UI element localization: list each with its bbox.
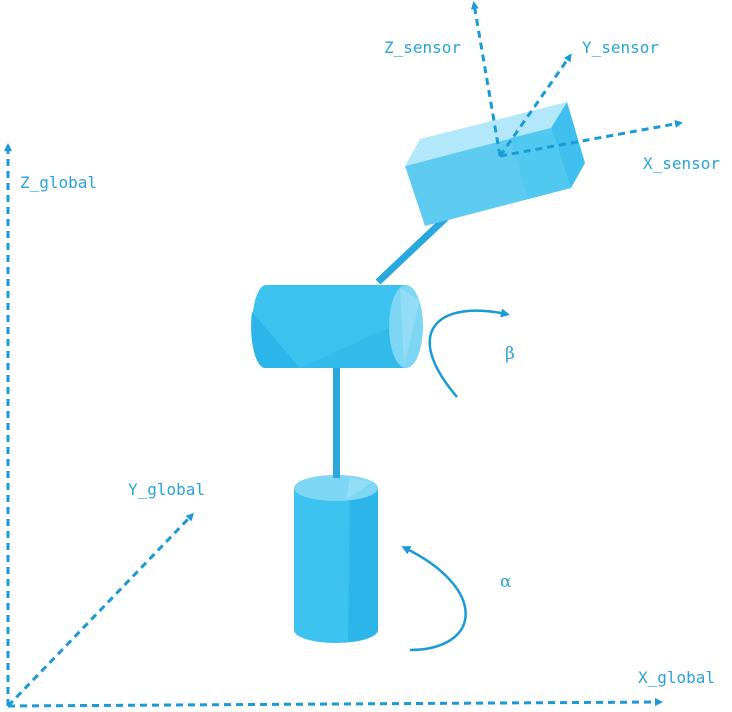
sensor-z-axis xyxy=(470,1,502,157)
z-global-label: Z_global xyxy=(20,173,98,192)
beta-label: β xyxy=(505,344,515,364)
sensor-x-axis xyxy=(499,119,683,158)
elbow-cylinder xyxy=(251,285,423,369)
sensor-box xyxy=(405,102,585,226)
y-global-label: Y_global xyxy=(128,480,206,499)
sensor-axes xyxy=(470,1,683,158)
global-y-axis xyxy=(6,512,195,708)
sensor-y-axis xyxy=(498,53,572,157)
global-axes xyxy=(4,143,663,708)
x-global-label: X_global xyxy=(638,668,716,687)
beta-rotation-arrow xyxy=(428,308,510,398)
base-cylinder xyxy=(294,475,378,643)
alpha-rotation-arrow xyxy=(401,546,467,652)
alpha-label: α xyxy=(500,572,512,592)
vertical-link xyxy=(333,368,340,478)
global-x-axis xyxy=(7,698,663,708)
x-sensor-label: X_sensor xyxy=(643,154,721,173)
y-sensor-label: Y_sensor xyxy=(582,38,660,57)
z-sensor-label: Z_sensor xyxy=(384,38,462,57)
